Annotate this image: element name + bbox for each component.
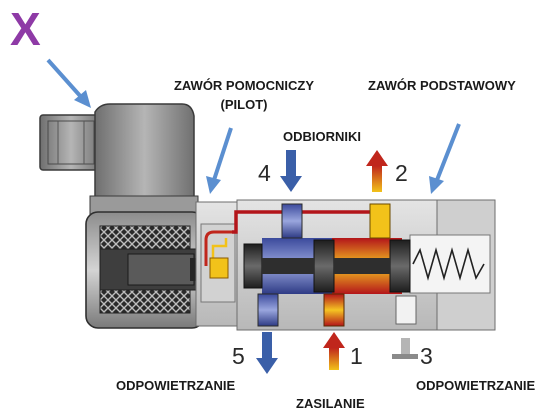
label-pilot-valve: ZAWÓR POMOCNICZY (PILOT) bbox=[162, 78, 326, 112]
port-number-4: 4 bbox=[258, 160, 271, 186]
spool bbox=[243, 239, 411, 293]
port-number-1: 1 bbox=[350, 343, 363, 369]
exhaust-port-3-marker bbox=[392, 338, 418, 359]
pointer-to-main bbox=[429, 123, 461, 194]
port-3-channel bbox=[395, 295, 417, 325]
label-main-valve: ZAWÓR PODSTAWOWY bbox=[368, 78, 516, 93]
pilot-valve-block bbox=[195, 201, 241, 327]
cable-connector bbox=[39, 103, 199, 217]
label-supply: ZASILANIE bbox=[296, 396, 365, 411]
solenoid-coil bbox=[85, 211, 212, 329]
arrow-port-5-down bbox=[256, 332, 278, 374]
corner-mark: X bbox=[10, 3, 41, 55]
flow-arrows bbox=[256, 150, 418, 374]
main-valve-body bbox=[232, 199, 496, 331]
arrow-port-1-up bbox=[323, 332, 345, 370]
return-spring bbox=[412, 247, 485, 281]
label-exhaust-right: ODPOWIETRZANIE bbox=[416, 378, 536, 393]
label-pilot-valve-line2: (PILOT) bbox=[220, 97, 268, 112]
port-1-channel bbox=[323, 293, 345, 327]
arrow-port-2-up bbox=[366, 150, 388, 192]
port-number-3: 3 bbox=[420, 343, 433, 369]
label-receivers: ODBIORNIKI bbox=[283, 129, 361, 144]
pointer-arrows bbox=[46, 58, 461, 194]
port-2-channel bbox=[369, 203, 391, 239]
port-number-5: 5 bbox=[232, 343, 245, 369]
port-5-channel bbox=[257, 293, 279, 327]
port-4-channel bbox=[281, 203, 303, 239]
port-number-2: 2 bbox=[395, 160, 408, 186]
arrow-port-4-down bbox=[280, 150, 302, 192]
label-pilot-valve-line1: ZAWÓR POMOCNICZY bbox=[173, 78, 315, 93]
pointer-to-connector bbox=[46, 58, 91, 108]
pointer-to-pilot bbox=[206, 127, 233, 194]
label-exhaust-left: ODPOWIETRZANIE bbox=[116, 378, 236, 393]
